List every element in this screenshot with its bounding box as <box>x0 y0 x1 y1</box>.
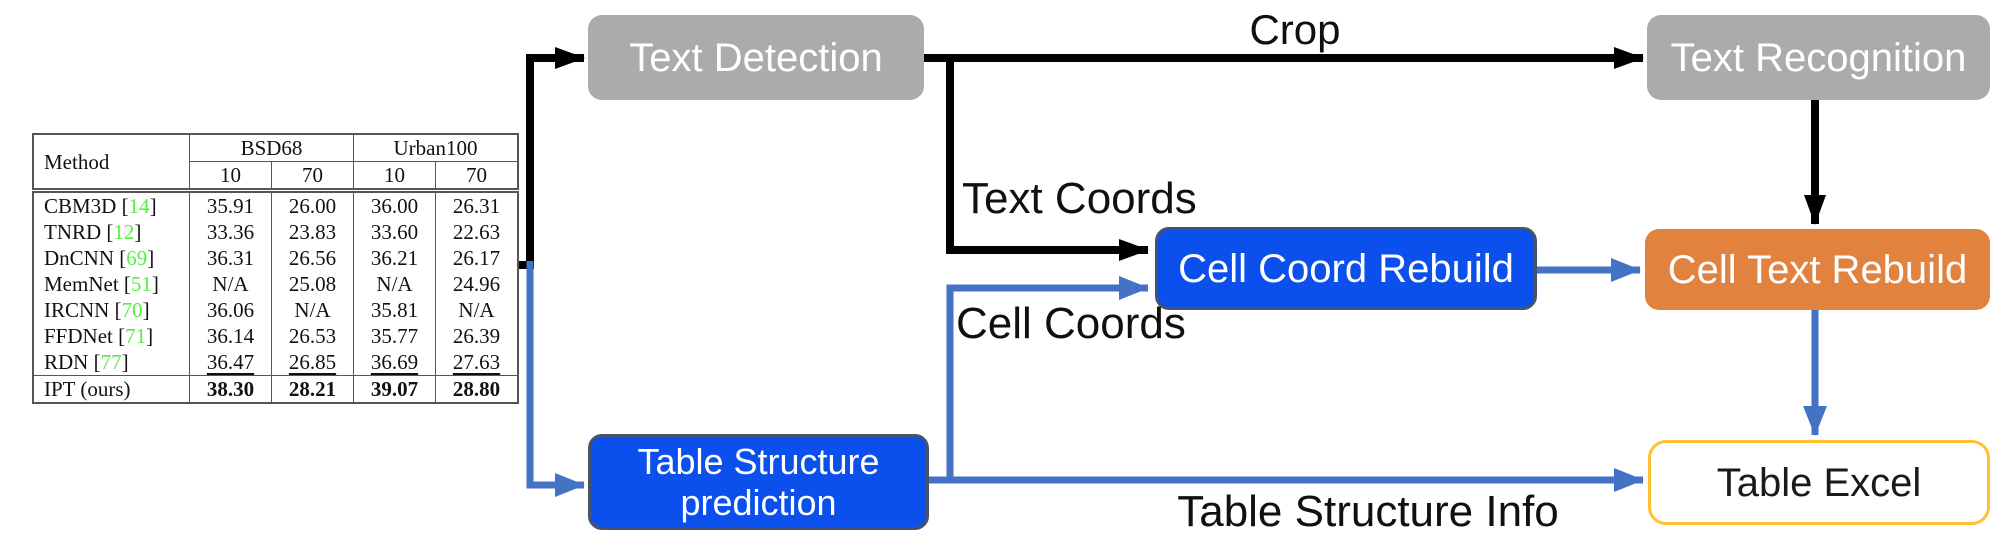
arrow-cell-coords-to-cell-coord-rebuild <box>946 276 1149 480</box>
node-table-excel: Table Excel <box>1648 440 1990 525</box>
method-cell: MemNet [51] <box>44 272 159 296</box>
value-cell: 39.07 <box>353 375 436 403</box>
header-sub-col: 10 <box>353 161 436 191</box>
value-cell: 36.14 <box>189 323 272 349</box>
value-cell: 35.91 <box>189 188 272 219</box>
input-results-table: Method BSD68 Urban100 10 70 10 70 CBM3D … <box>32 133 519 404</box>
method-cell: CBM3D [14] <box>33 188 190 219</box>
header-group-bsd68: BSD68 <box>189 134 354 162</box>
edge-label-cell-coords: Cell Coords <box>956 299 1186 348</box>
method-cell: DnCNN [69] <box>44 246 155 270</box>
header-sub-col: 70 <box>271 161 354 191</box>
header-group-urban100: Urban100 <box>353 134 518 162</box>
value-cell: 36.47 <box>189 349 272 376</box>
value-cell: 22.63 <box>435 219 518 245</box>
citation-number: 51 <box>130 272 152 296</box>
value-cell: 26.85 <box>271 349 354 376</box>
value-cell: 26.00 <box>271 188 354 219</box>
value-cell: 26.39 <box>435 323 518 349</box>
edge-label-text-coords: Text Coords <box>962 174 1197 223</box>
edge-label-table-structure-info: Table Structure Info <box>1177 487 1559 536</box>
value-cell: 26.17 <box>435 245 518 271</box>
value-cell: 38.30 <box>189 375 272 403</box>
citation-number: 12 <box>113 220 135 244</box>
results-table-header: Method BSD68 Urban100 10 70 10 70 <box>33 134 518 191</box>
value-cell: 33.60 <box>353 219 436 245</box>
value-cell: 26.53 <box>271 323 354 349</box>
value-cell: 24.96 <box>435 271 518 297</box>
node-cell-coord-rebuild: Cell Coord Rebuild <box>1155 227 1537 310</box>
value-cell: N/A <box>271 297 354 323</box>
citation-number: 70 <box>121 298 143 322</box>
node-cell-text-rebuild: Cell Text Rebuild <box>1645 229 1990 310</box>
method-cell: TNRD [12] <box>44 220 142 244</box>
citation-number: 77 <box>100 350 122 374</box>
node-text-detection: Text Detection <box>588 15 924 100</box>
header-sub-col: 10 <box>189 161 272 191</box>
value-cell: 28.80 <box>435 375 518 403</box>
header-method: Method <box>44 149 110 174</box>
method-cell: FFDNet [71] <box>44 324 154 348</box>
value-cell: 28.21 <box>271 375 354 403</box>
value-cell: 26.56 <box>271 245 354 271</box>
node-text-recognition: Text Recognition <box>1647 15 1990 100</box>
value-cell: 36.06 <box>189 297 272 323</box>
node-table-structure-prediction: Table Structure prediction <box>588 434 929 530</box>
method-cell: IRCNN [70] <box>44 298 150 322</box>
value-cell: 27.63 <box>435 349 518 376</box>
value-cell: 26.31 <box>435 188 518 219</box>
value-cell: 35.77 <box>353 323 436 349</box>
edge-label-crop: Crop <box>1249 6 1341 53</box>
value-cell: 36.31 <box>189 245 272 271</box>
citation-number: 69 <box>126 246 148 270</box>
arrow-input-to-table-structure-prediction <box>526 261 585 497</box>
value-cell: 36.21 <box>353 245 436 271</box>
value-cell: 23.83 <box>271 219 354 245</box>
value-cell: 33.36 <box>189 219 272 245</box>
value-cell: N/A <box>353 271 436 297</box>
value-cell: 36.69 <box>353 349 436 376</box>
method-cell: RDN [77] <box>44 350 129 374</box>
method-cell: IPT (ours) <box>33 375 190 403</box>
citation-number: 71 <box>125 324 147 348</box>
value-cell: 25.08 <box>271 271 354 297</box>
arrow-text-coords-to-cell-coord-rebuild <box>946 58 1149 261</box>
value-cell: 36.00 <box>353 188 436 219</box>
value-cell: N/A <box>189 271 272 297</box>
value-cell: N/A <box>435 297 518 323</box>
citation-number: 14 <box>128 194 150 218</box>
header-sub-col: 70 <box>435 161 518 191</box>
value-cell: 35.81 <box>353 297 436 323</box>
